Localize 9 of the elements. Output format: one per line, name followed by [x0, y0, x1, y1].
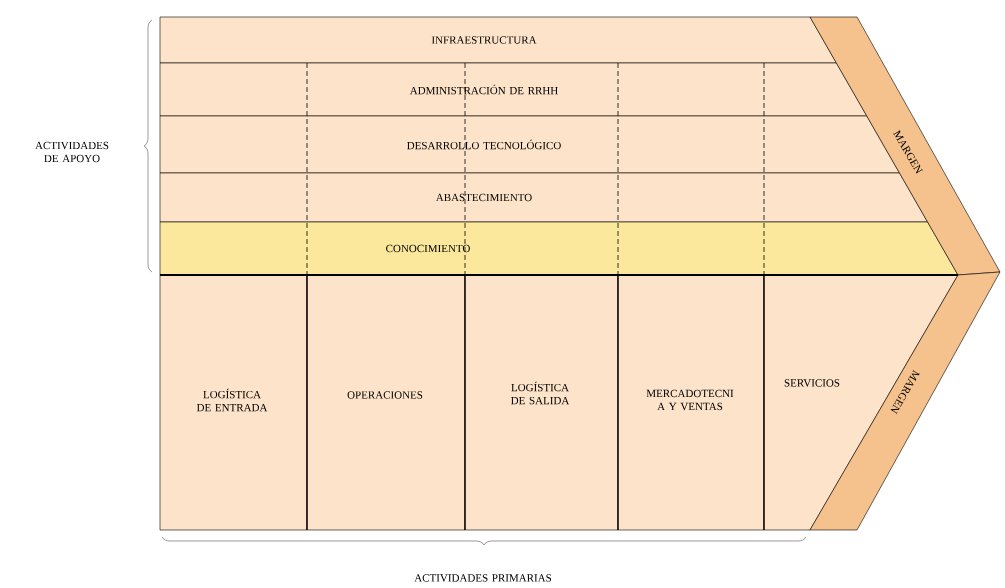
bracket-label: ACTIVIDADES PRIMARIAS: [414, 574, 552, 582]
support-activity-row: CONOCIMIENTO: [159, 221, 959, 276]
support-activity-row: ADMINISTRACIÓN DE RRHH: [159, 62, 868, 117]
bracket-label: ACTIVIDADES DE APOYO: [35, 141, 109, 163]
primary-activity-column: LOGÍSTICA DE SALIDA: [464, 274, 619, 531]
primary-activity-column: OPERACIONES: [306, 274, 466, 531]
primary-activity-column: MERCADOTECNI A Y VENTAS: [617, 274, 765, 531]
primary-activity-column: LOGÍSTICA DE ENTRADA: [159, 274, 308, 531]
support-activity-row: INFRAESTRUCTURA: [159, 16, 837, 64]
